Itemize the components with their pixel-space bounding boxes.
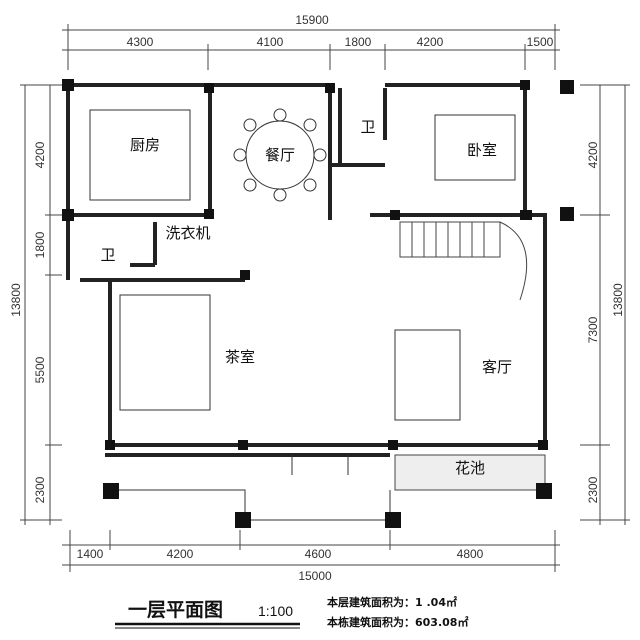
dim-left-total: 13800 bbox=[9, 283, 23, 317]
room-kitchen: 厨房 bbox=[130, 136, 160, 154]
flower-bed-area bbox=[394, 454, 546, 491]
dim-right-2: 7300 bbox=[586, 316, 600, 343]
dim-left-2: 1800 bbox=[33, 231, 47, 258]
dim-bottom-total: 15000 bbox=[298, 569, 332, 583]
sofa-set bbox=[394, 329, 461, 421]
dim-top-total: 15900 bbox=[295, 13, 329, 27]
room-laundry: 洗衣机 bbox=[165, 224, 210, 242]
dim-top-4: 4200 bbox=[417, 35, 444, 49]
dim-top-2: 4100 bbox=[257, 35, 284, 49]
dim-right-total: 13800 bbox=[611, 283, 625, 317]
drawing-title: 一层平面图 bbox=[128, 599, 223, 621]
dim-bottom-4: 4800 bbox=[457, 547, 484, 561]
floor-area: 本层建筑面积为：1 .04㎡ bbox=[327, 595, 457, 609]
room-tea: 茶室 bbox=[225, 348, 255, 366]
drawing-scale: 1:100 bbox=[258, 603, 293, 619]
room-bath-left: 卫 bbox=[100, 246, 115, 264]
dim-left-3: 5500 bbox=[33, 356, 47, 383]
dining-table bbox=[233, 108, 327, 202]
bed bbox=[434, 114, 516, 181]
dim-top-3: 1800 bbox=[345, 35, 372, 49]
room-dining: 餐厅 bbox=[265, 146, 295, 164]
dim-right-3: 2300 bbox=[586, 476, 600, 503]
dim-top-5: 1500 bbox=[527, 35, 554, 49]
building-area: 本栋建筑面积为：603.08㎡ bbox=[327, 615, 468, 629]
kitchen-counter bbox=[89, 109, 191, 201]
dimension-lines bbox=[20, 24, 630, 572]
dim-left-4: 2300 bbox=[33, 476, 47, 503]
dim-left-1: 4200 bbox=[33, 141, 47, 168]
entrance-steps bbox=[105, 455, 395, 521]
room-bath-top: 卫 bbox=[360, 118, 375, 136]
staircase bbox=[399, 221, 528, 301]
dim-bottom-2: 4200 bbox=[167, 547, 194, 561]
tea-table bbox=[119, 294, 211, 411]
dim-right-1: 4200 bbox=[586, 141, 600, 168]
columns bbox=[62, 79, 574, 528]
dim-bottom-1: 1400 bbox=[77, 547, 104, 561]
dim-top-1: 4300 bbox=[127, 35, 154, 49]
room-flower-bed: 花池 bbox=[455, 459, 485, 477]
room-living: 客厅 bbox=[482, 358, 512, 376]
room-bedroom: 卧室 bbox=[467, 141, 497, 159]
dim-bottom-3: 4600 bbox=[305, 547, 332, 561]
